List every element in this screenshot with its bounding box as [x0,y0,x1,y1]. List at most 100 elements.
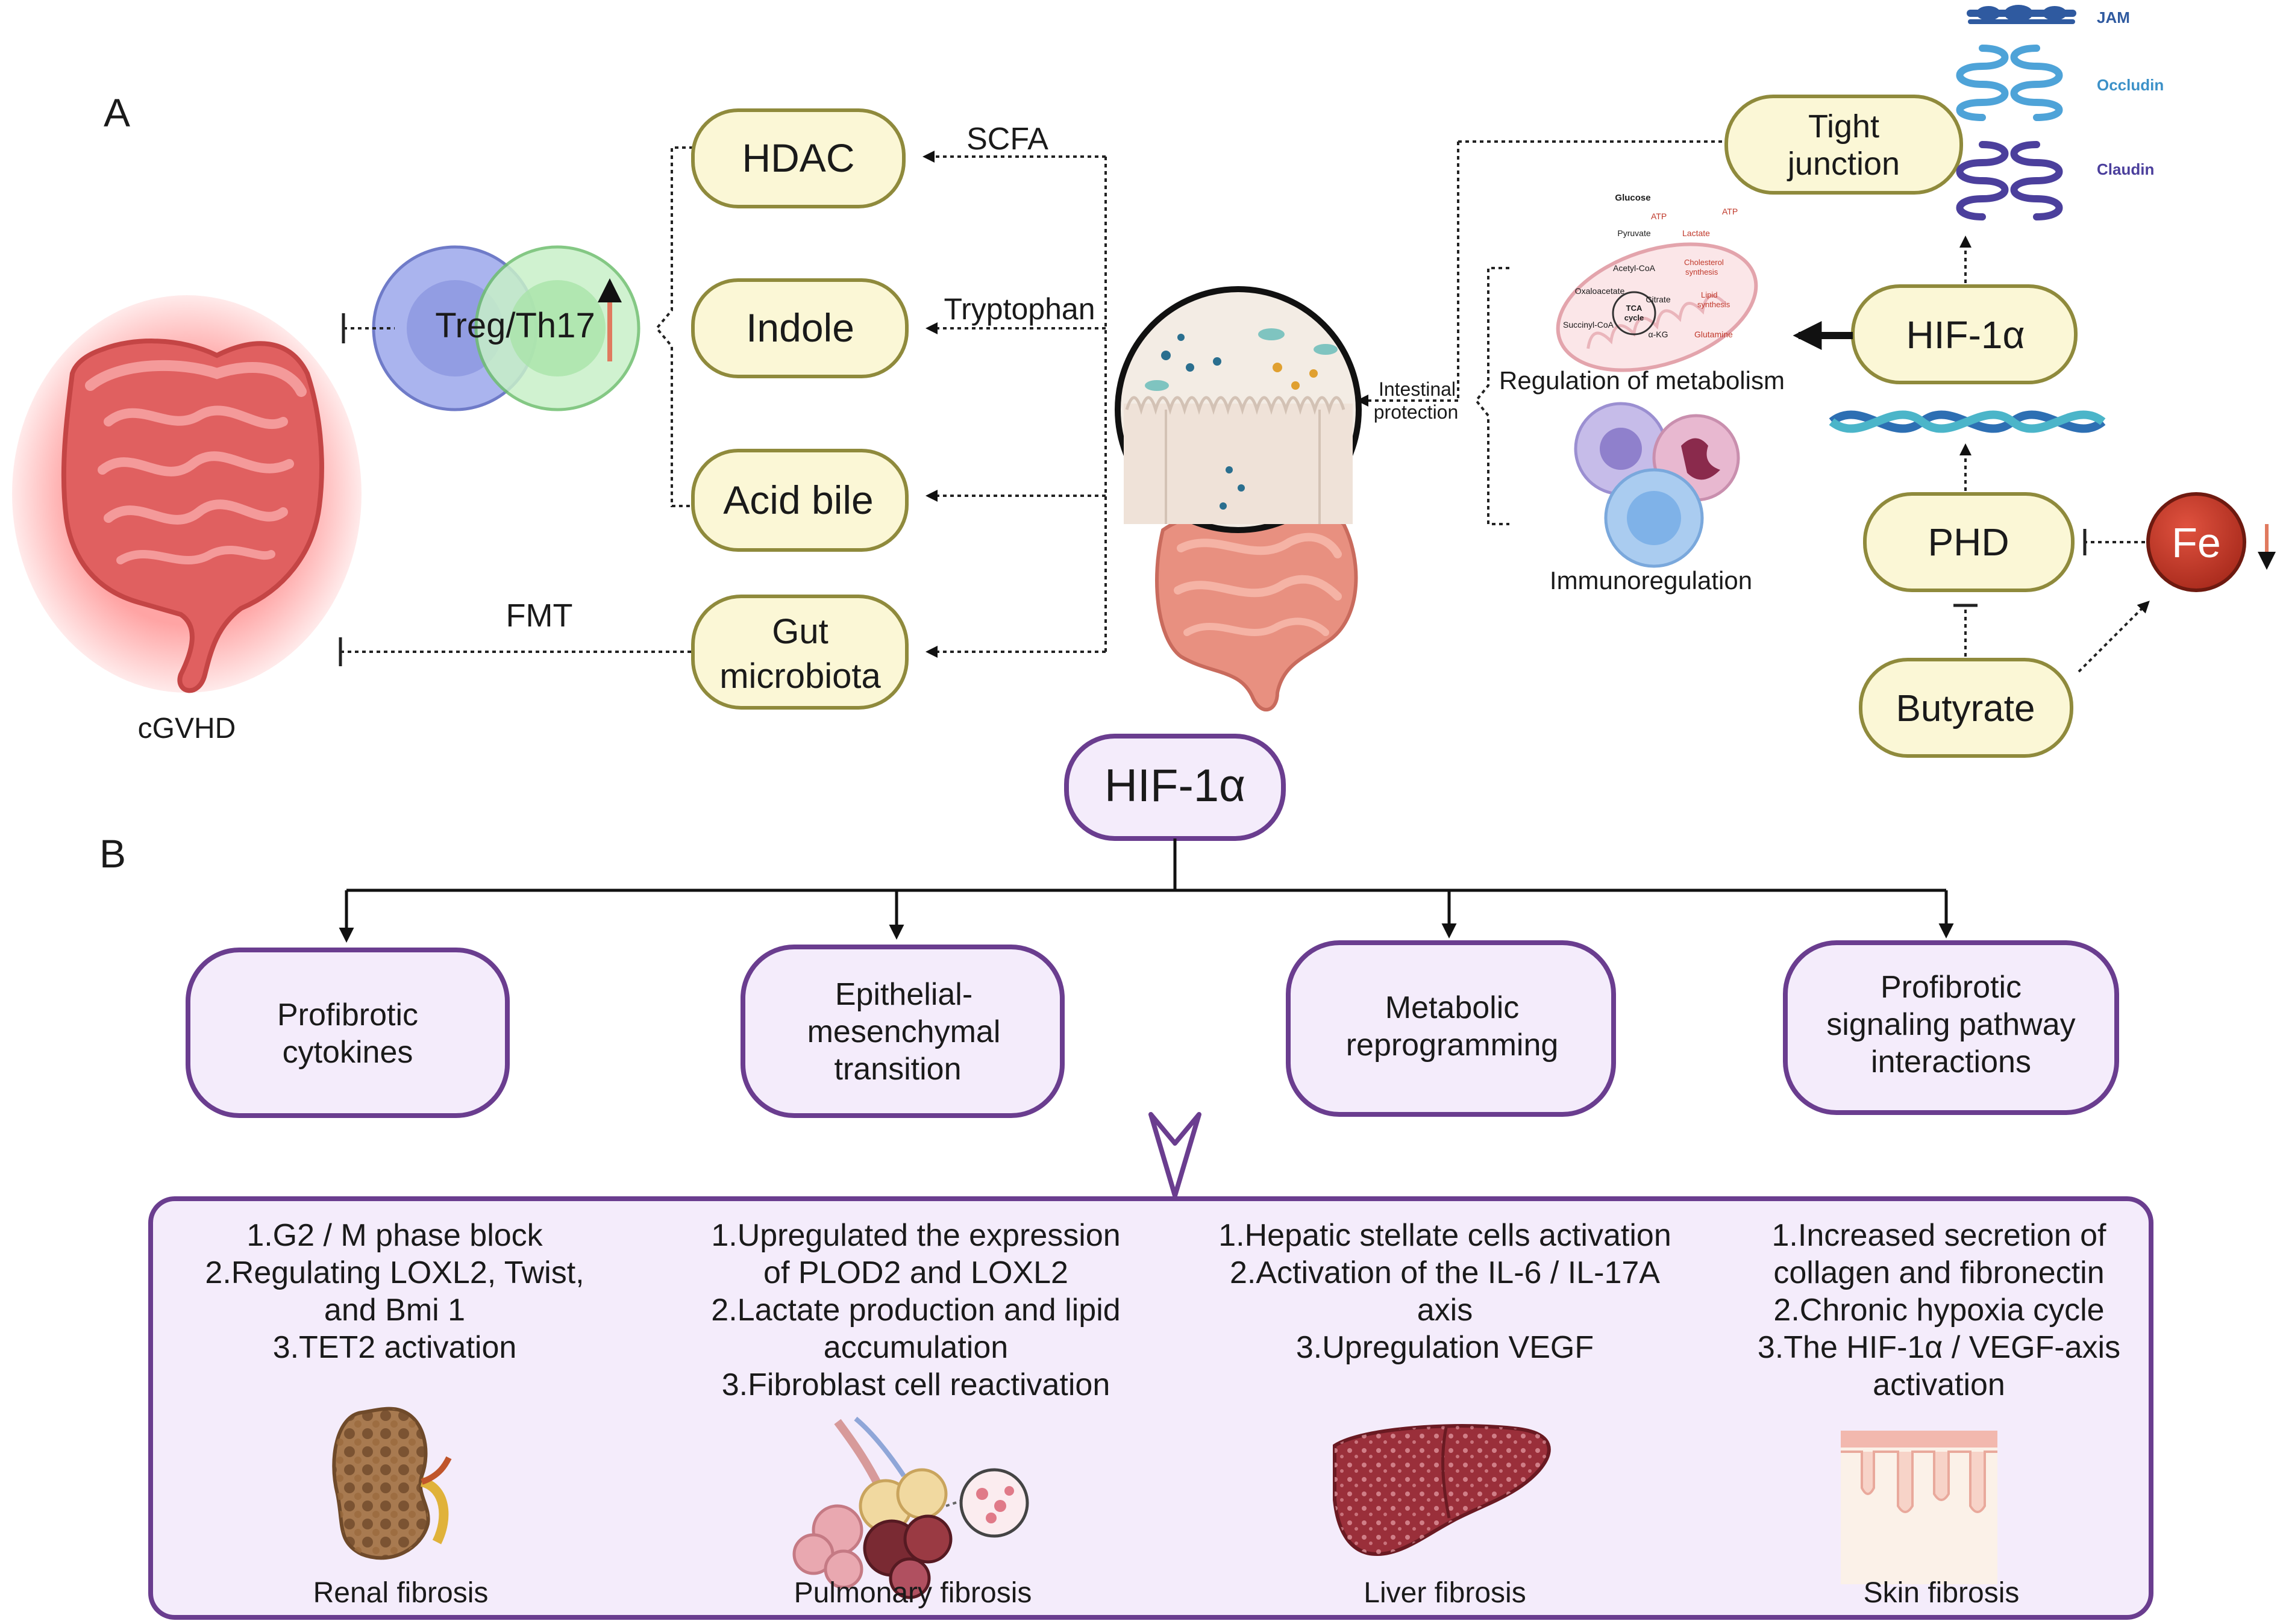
gut-microbiota-line1: Gut [772,612,828,651]
scfa-label: SCFA [966,122,1048,157]
met-tca-line2: cycle [1624,313,1644,322]
immune-cells-icon [1574,402,1740,568]
dna-helix-icon [1829,410,2106,433]
detail-2-line3: 2.Lactate production and lipid [711,1293,1120,1328]
acid-bile-label: Acid bile [723,478,873,522]
category-box-emt [741,945,1065,1118]
detail-3-line2: 2.Activation of the IL-6 / IL-17A [1230,1255,1660,1290]
hif-label-b: HIF-1α [1104,760,1245,811]
detail-3-line1: 1.Hepatic stellate cells activation [1218,1218,1671,1253]
category-2-line3: transition [835,1052,962,1087]
met-lactate: Lactate [1682,228,1710,238]
hif-label-a: HIF-1α [1906,313,2025,357]
butyrate-label: Butyrate [1896,688,2035,729]
immunoregulation-label: Immunoregulation [1550,566,1752,595]
detail-1-line3: and Bmi 1 [324,1293,465,1328]
category-box-profibrotic-cytokines [186,948,510,1118]
gut-epithelium-illustration [1115,286,1362,712]
met-lipid-line1: Lipid [1701,290,1717,299]
met-lipid-line2: synthesis [1697,300,1730,309]
treg-th17-venn [372,245,640,411]
category-2-line2: mesenchymal [807,1014,1001,1049]
category-4-line2: signaling pathway [1826,1007,2075,1042]
kidney-icon [332,1407,452,1560]
met-tca-line1: TCA [1626,304,1643,313]
detail-1-line2: 2.Regulating LOXL2, Twist, [205,1255,584,1290]
metabolite-arrows [922,151,1107,658]
met-citrate: Citrate [1646,295,1670,304]
intestine-cgvhd-illustration [12,295,362,693]
metabolite-bracket [655,146,693,507]
claudin-protein-icon [1956,141,2063,220]
phd-label: PHD [1928,520,2009,564]
fibrosis-detail-box [148,1196,2153,1620]
intestinal-protection-line2: protection [1374,401,1459,423]
hdac-node [691,108,906,208]
detail-2-line4: accumulation [824,1330,1008,1365]
jam-label: JAM [2097,8,2130,27]
detail-1-line1: 1.G2 / M phase block [246,1218,543,1253]
category-3-line2: reprogramming [1346,1028,1559,1063]
met-cholesterol-line1: Cholesterol [1684,258,1724,267]
detail-2-line2: of PLOD2 and LOXL2 [763,1255,1068,1290]
regulation-metabolism-label: Regulation of metabolism [1499,366,1785,395]
panel-b-letter: B [99,831,126,876]
category-1-line1: Profibrotic [277,998,418,1032]
hif-tree-connectors [339,839,1954,943]
detail-1-line4: 3.TET2 activation [273,1330,517,1365]
met-succinyl-coa: Succinyl-CoA [1563,320,1614,329]
detail-3-line3: axis [1417,1293,1473,1328]
organ-3-label: Liver fibrosis [1364,1577,1526,1609]
intestinal-protection-line1: Intestinal [1379,378,1456,400]
detail-2-line1: 1.Upregulated the expression [711,1218,1120,1253]
metabolism-pathway-labels: Glucose ATP ATP Pyruvate Lactate Acetyl-… [1563,193,1738,339]
category-4-line3: interactions [1871,1045,2031,1079]
detail-4-line1: 1.Increased secretion of [1772,1218,2107,1253]
tight-junction-node [1724,95,1963,195]
chevron-down-icon [1148,1112,1201,1198]
category-box-metabolic-reprogramming [1286,940,1616,1117]
detail-4-line4: 3.The HIF-1α / VEGF-axis [1758,1330,2120,1365]
category-4-line1: Profibrotic [1881,970,2022,1005]
mitochondrion-icon [1556,242,1758,372]
hdac-label: HDAC [742,136,854,180]
indole-node [691,278,909,378]
treg-th17-label: Treg/Th17 [435,306,595,345]
tryptophan-label: Tryptophan [944,292,1095,326]
category-1-line2: cytokines [283,1035,413,1070]
indole-label: Indole [746,305,854,350]
fe-label: Fe [2172,519,2221,566]
met-pyruvate: Pyruvate [1617,228,1650,238]
tight-junction-line2: junction [1787,146,1900,182]
claudin-label: Claudin [2097,160,2154,178]
category-box-profibrotic-signaling [1783,940,2119,1115]
organ-2-label: Pulmonary fibrosis [794,1577,1032,1609]
met-akg: α-KG [1649,329,1668,339]
lung-alveoli-icon [792,1416,1029,1599]
gut-microbiota-node [691,595,909,710]
detail-3-line4: 3.Upregulation VEGF [1296,1330,1594,1365]
skin-section-icon [1841,1431,1997,1584]
butyrate-node [1859,658,2073,758]
organ-4-label: Skin fibrosis [1864,1577,2020,1609]
occludin-label: Occludin [2097,76,2164,94]
met-glucose: Glucose [1615,193,1650,203]
acid-bile-node [691,449,909,552]
phd-node [1863,492,2075,592]
detail-2-line5: 3.Fibroblast cell reactivation [722,1367,1110,1402]
liver-icon [1333,1424,1551,1557]
met-atp2: ATP [1722,207,1738,216]
met-atp1: ATP [1651,211,1667,221]
cgvhd-label: cGVHD [138,713,236,745]
fe-circle [2146,492,2246,592]
butyrate-fe-arrow [2078,601,2150,673]
met-acetyl-coa: Acetyl-CoA [1613,263,1656,273]
detail-4-line2: collagen and fibronectin [1773,1255,2104,1290]
category-3-line1: Metabolic [1385,990,1520,1025]
fmt-label: FMT [506,598,573,634]
jam-protein-icon [1967,5,2076,24]
met-oxaloacetate: Oxaloacetate [1575,286,1625,296]
gut-microbiota-line2: microbiota [719,657,881,696]
